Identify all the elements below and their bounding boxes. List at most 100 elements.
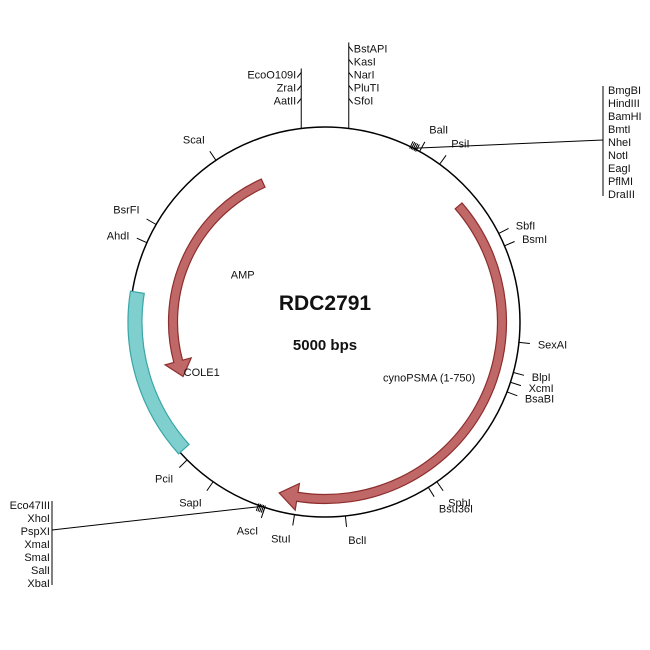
site-group: PciI: [155, 459, 188, 486]
site-group: SbfI: [498, 220, 536, 234]
site-tick: [504, 241, 515, 247]
site-label: SexAI: [538, 339, 567, 351]
site-tick: [262, 505, 266, 514]
site-label: NotI: [608, 150, 628, 162]
site-tick: [206, 481, 214, 492]
site-group: SphI: [436, 481, 471, 509]
site-group: BsaBI: [506, 391, 554, 405]
site-tick: [410, 141, 416, 150]
site-group: Bsu36I: [427, 487, 473, 516]
site-tick: [255, 503, 260, 512]
site-label: PciI: [155, 474, 173, 486]
site-tick: [498, 228, 509, 234]
site-tick: [292, 514, 295, 526]
site-label: BsrFI: [113, 205, 139, 217]
site-label: XhoI: [27, 513, 50, 525]
site-tick: [136, 237, 148, 244]
site-tick: [348, 59, 354, 65]
site-label: PflMI: [608, 176, 633, 188]
site-tick: [348, 46, 354, 52]
site-group: BlpI: [513, 371, 551, 384]
site-label: NarI: [354, 69, 375, 81]
site-label: XmaI: [24, 539, 50, 551]
site-tick: [409, 141, 414, 149]
site-group: StuI: [271, 514, 295, 545]
site-group: BalI: [419, 125, 448, 152]
site-tick: [296, 85, 302, 91]
site-label: HindIII: [608, 98, 640, 110]
site-label: BsaBI: [525, 393, 554, 405]
feature-amp-arrow: [163, 178, 266, 378]
site-label: DraIII: [608, 189, 635, 201]
site-tick: [518, 341, 530, 345]
features-layer: AMP cynoPSMA (1-750) COLE1: [127, 178, 508, 512]
site-label: KasI: [354, 56, 376, 68]
site-label: SalI: [31, 565, 50, 577]
site-tick: [348, 98, 354, 104]
site-label: AatII: [274, 95, 297, 107]
site-group: XcmI: [510, 381, 554, 395]
site-label: NheI: [608, 137, 631, 149]
feature-label: COLE1: [184, 367, 220, 379]
site-tick: [296, 72, 302, 78]
site-group: AscI: [237, 507, 266, 538]
site-tick: [412, 142, 417, 151]
site-group: SapI: [179, 481, 214, 509]
site-tick: [513, 371, 525, 376]
site-label: BlpI: [532, 372, 551, 384]
site-tick: [348, 72, 354, 78]
site-label: BamHI: [608, 111, 642, 123]
site-tick: [257, 503, 262, 512]
feature-label: cynoPSMA (1-750): [383, 372, 475, 384]
plasmid-title: RDC2791: [279, 292, 372, 315]
site-tick: [415, 144, 420, 152]
feature-label: AMP: [231, 270, 255, 282]
site-group: BclI: [344, 515, 367, 547]
site-label: PspXI: [21, 526, 50, 538]
site-label: BclI: [348, 535, 366, 547]
site-label: AhdI: [107, 230, 130, 242]
site-tick: [344, 515, 348, 527]
site-tick: [427, 487, 435, 497]
site-label: EcoO109I: [247, 69, 296, 81]
site-label: ZraI: [277, 82, 297, 94]
site-group: BsrFI: [113, 205, 157, 225]
site-tick: [419, 141, 426, 152]
site-label: XcmI: [529, 383, 554, 395]
site-tick: [260, 504, 265, 513]
site-label: BstAPI: [354, 43, 388, 55]
site-tick: [436, 481, 444, 492]
site-tick: [413, 143, 419, 152]
site-label: AscI: [237, 526, 258, 538]
site-tick: [348, 85, 354, 91]
site-label: Bsu36I: [439, 504, 473, 516]
site-label: StuI: [271, 533, 291, 545]
site-tick: [178, 459, 188, 469]
site-tick: [146, 218, 157, 225]
site-tick: [510, 381, 522, 387]
plasmid-backbone: [129, 126, 521, 518]
site-label: BsmI: [522, 234, 547, 246]
site-label: BmtI: [608, 124, 631, 136]
site-label: SapI: [179, 497, 202, 509]
site-leader: [51, 505, 262, 531]
site-label: XbaI: [27, 578, 50, 590]
site-tick: [506, 391, 518, 397]
site-label: SbfI: [516, 220, 536, 232]
site-label: PluTI: [354, 82, 380, 94]
site-label: BmgBI: [608, 85, 641, 97]
site-label: BalI: [429, 125, 448, 137]
site-group: BsmI: [504, 234, 547, 247]
feature-cole1-band: [127, 290, 190, 455]
site-group: ScaI: [183, 134, 217, 161]
site-tick: [259, 504, 263, 513]
site-group: PsiI: [439, 139, 470, 165]
site-group: BmgBIHindIIIBamHIBmtINheINotIEagIPflMIDr…: [409, 85, 642, 201]
plasmid-size: 5000 bps: [293, 337, 357, 354]
site-label: SphI: [448, 497, 471, 509]
